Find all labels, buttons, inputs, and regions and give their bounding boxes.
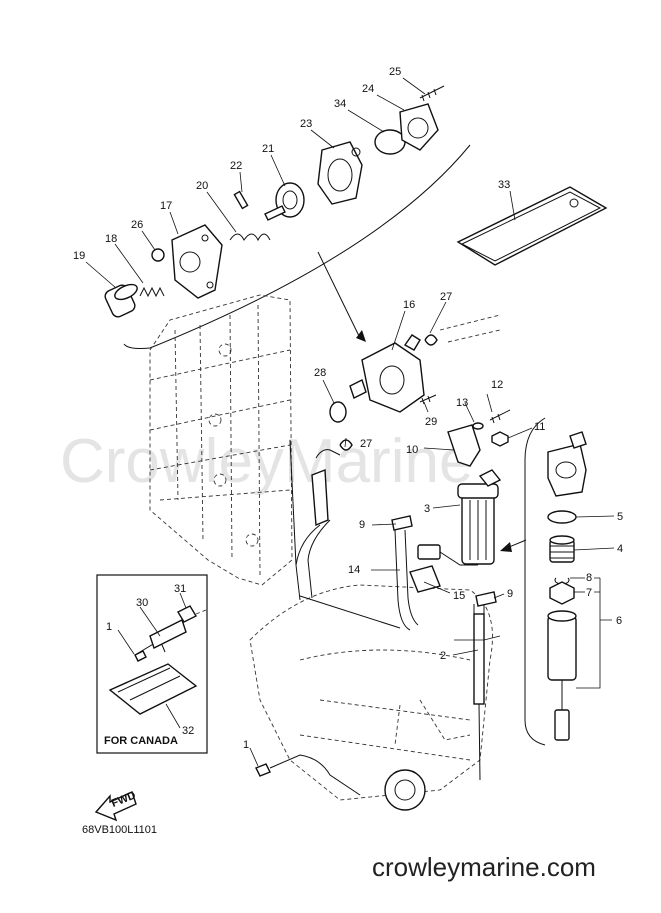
part-17-pump-body [171, 224, 223, 299]
callout-11: 11 [534, 421, 545, 433]
part-34-gasket [374, 129, 406, 155]
part-11-nut [491, 431, 509, 447]
callout-27-upper: 27 [440, 291, 452, 303]
callout-28: 28 [314, 367, 326, 379]
part-30-fitting [149, 619, 187, 649]
callout-23: 23 [300, 118, 312, 130]
part-5-oring [547, 510, 577, 524]
part-26-nut [151, 248, 165, 262]
detail-arrow-icon [500, 542, 512, 552]
part-19-cap [104, 283, 138, 318]
part-10-bracket [447, 424, 481, 467]
part-7-nut [549, 581, 575, 605]
canada-inset [96, 574, 208, 754]
part-4-element [549, 535, 575, 563]
callout-17: 17 [160, 200, 172, 212]
watermark-text: CrowleyMarine [60, 427, 473, 496]
callout-32: 32 [182, 725, 194, 737]
part-1-bolt-canada [134, 650, 147, 662]
detail-bracket [524, 417, 546, 746]
callout-15: 15 [453, 590, 465, 602]
leader-lines [85, 77, 615, 767]
lower-fitting [384, 769, 426, 811]
callout-12: 12 [491, 379, 503, 391]
part-24-cover [399, 103, 439, 151]
part-2-hose [473, 613, 485, 705]
callout-5: 5 [617, 511, 623, 523]
callout-26: 26 [131, 219, 143, 231]
callout-16: 16 [403, 299, 415, 311]
callout-labels: 19 18 26 17 20 22 21 23 34 24 25 33 16 2… [73, 66, 623, 751]
part-23-housing [317, 141, 363, 205]
callout-4: 4 [617, 543, 623, 555]
part-21-diaphragm [264, 182, 305, 221]
part-33-sheet [456, 186, 608, 266]
callout-13: 13 [456, 397, 468, 409]
callout-29: 29 [425, 416, 437, 428]
part-22-pin [233, 190, 249, 210]
part-13-washer [472, 422, 484, 430]
fuel-hose-loop [295, 519, 331, 601]
callout-24: 24 [362, 83, 374, 95]
part-29-bolt [419, 394, 437, 405]
part-25-screw [419, 85, 445, 102]
part-18-spring [139, 286, 165, 298]
callout-34: 34 [334, 98, 346, 110]
part-6-cup [547, 610, 577, 741]
part-9-clip-lower [475, 591, 497, 607]
part-27-clip-lower [339, 439, 353, 451]
exploded-view-bracket [123, 144, 471, 349]
part-9-clip-upper [391, 515, 413, 531]
arrow-head-icon [356, 330, 366, 342]
callout-8: 8 [586, 572, 592, 584]
fwd-arrow-icon [94, 791, 137, 822]
callout-14: 14 [348, 564, 360, 576]
detail-filter-head [547, 431, 587, 497]
callout-10: 10 [406, 444, 418, 456]
callout-22: 22 [230, 160, 242, 172]
part-3-fuel-filter [457, 469, 502, 565]
callout-1-canada: 1 [106, 621, 112, 633]
callout-27-lower: 27 [360, 438, 372, 450]
callout-1-bottom: 1 [243, 739, 249, 751]
part-15-holder [409, 565, 441, 593]
callout-30: 30 [136, 597, 148, 609]
part-27-clip-upper [424, 334, 438, 346]
hose-elbow [315, 449, 341, 459]
lower-cowling [249, 584, 493, 811]
callout-21: 21 [262, 143, 274, 155]
site-footer: crowleymarine.com [372, 852, 596, 882]
callout-3: 3 [424, 503, 430, 515]
callout-2: 2 [440, 650, 446, 662]
callout-25: 25 [389, 66, 401, 78]
callout-20: 20 [196, 180, 208, 192]
callout-33: 33 [498, 179, 510, 191]
engine-block [149, 294, 501, 586]
part-16-fuel-pump [349, 334, 425, 413]
hose-fitting [311, 469, 329, 527]
drawing-code: 68VB100L1101 [82, 824, 157, 836]
callout-6: 6 [616, 615, 622, 627]
callout-31: 31 [174, 583, 186, 595]
part-1-bolt-bottom [255, 754, 361, 796]
callout-19: 19 [73, 250, 85, 262]
callout-9-upper: 9 [359, 519, 365, 531]
callout-7: 7 [586, 587, 592, 599]
callout-18: 18 [105, 233, 117, 245]
wire-connector [417, 544, 441, 560]
part-14-hose [394, 529, 419, 631]
canada-caption: FOR CANADA [104, 735, 178, 747]
part-12-bolt [489, 409, 511, 424]
callout-9-lower: 9 [507, 588, 513, 600]
part-20-spring [229, 233, 271, 242]
part-28-oring [329, 401, 347, 423]
